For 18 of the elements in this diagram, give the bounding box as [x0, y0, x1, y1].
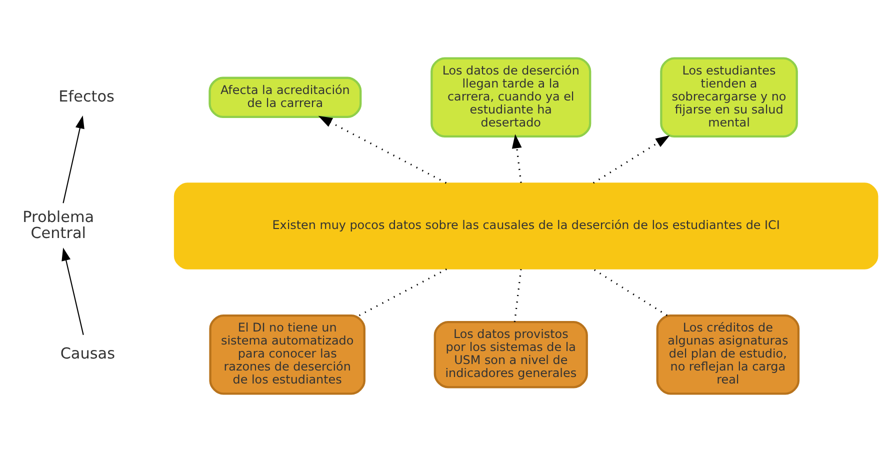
node-box: Los estudiantes tienden a sobrecargarse y no fijarse en su salud mental: [660, 57, 798, 138]
connector: [592, 268, 668, 316]
node-box: Existen muy pocos datos sobre las causales de la deserción de los estudiantes de ICI: [174, 182, 878, 270]
connector: [514, 269, 522, 322]
node-box: Los créditos de algunas asignaturas del plan de estudio, no reflejan la carga real: [656, 314, 800, 395]
connector: [358, 268, 448, 316]
arrow: [62, 248, 84, 335]
arrow: [62, 115, 84, 204]
node-text: Causas: [60, 344, 115, 363]
arrow: [512, 134, 522, 183]
node-text: Problema Central: [22, 208, 94, 242]
node-box: El DI no tiene un sistema automatizado para conocer las razones de deserción de los estudiantes: [209, 314, 366, 395]
node-box: Los datos de deserción llegan tarde a la carrera, cuando ya el estudiante ha desertado: [430, 57, 592, 138]
arrow: [318, 116, 447, 184]
arrow: [592, 135, 670, 184]
node-box: Los datos provistos por los sistemas de la USM son a nivel de indicadores generales: [434, 320, 588, 388]
node-box: Afecta la acreditación de la carrera: [208, 76, 362, 118]
node-text: Efectos: [58, 87, 114, 106]
